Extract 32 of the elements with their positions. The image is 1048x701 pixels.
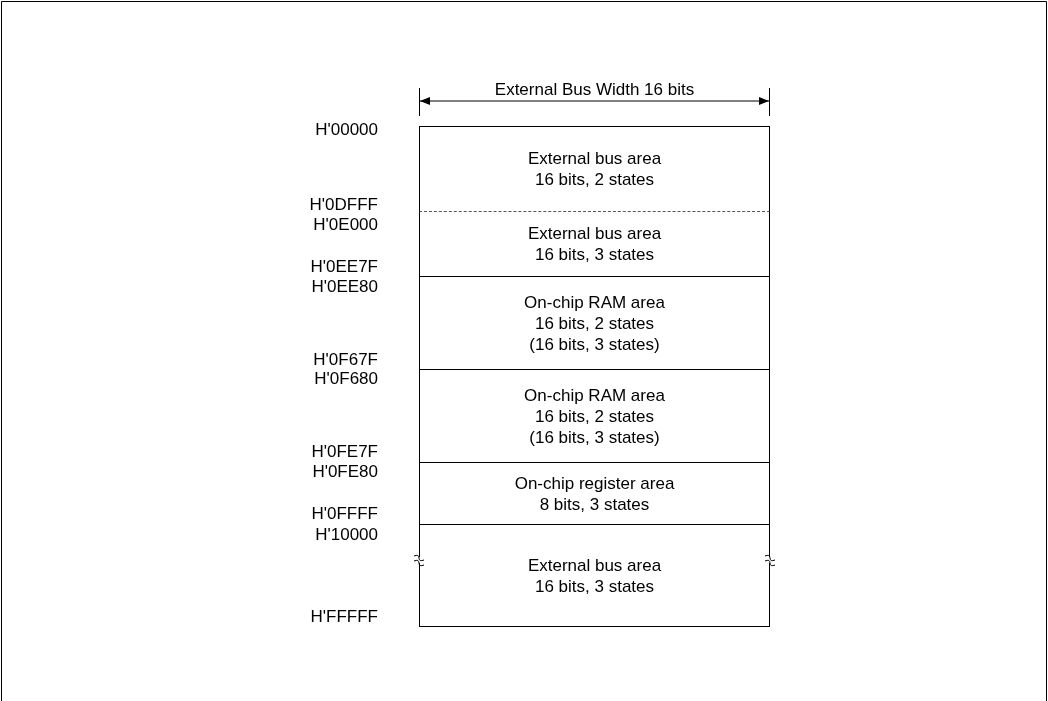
memory-region [419,211,770,276]
address-label: H'0FE80 [312,462,378,482]
bus-access-spec: 16 bits, 3 states [534,244,655,265]
memory-region [419,524,770,627]
memory-region [419,369,770,462]
area-name: External bus area [527,223,662,244]
area-name: External bus area [527,554,662,576]
bus-access-spec: 16 bits, 3 states [534,575,655,597]
area-name: On-chip RAM area [524,384,665,406]
address-label: H'0F680 [314,369,378,389]
area-name: On-chip register area [514,472,675,494]
address-label: H'0DFFF [309,195,378,215]
address-label: H'00000 [315,120,378,140]
address-label: H'FFFFF [310,607,378,627]
bus-access-spec: 8 bits, 3 states [539,493,650,515]
memory-region [419,126,770,211]
alternate-access-spec: (16 bits, 3 states) [529,426,660,448]
address-label: H'0EE7F [310,257,378,277]
address-label: H'0FE7F [311,442,378,462]
memory-region [419,276,770,369]
address-label: H'0F67F [313,350,378,370]
bus-access-spec: 16 bits, 2 states [534,312,655,334]
memory-region [419,462,770,524]
area-name: External bus area [527,148,662,169]
bus-access-spec: 16 bits, 2 states [534,405,655,427]
alternate-access-spec: (16 bits, 3 states) [529,333,660,355]
address-label: H'0E000 [313,215,378,235]
area-name: On-chip RAM area [524,291,665,313]
address-label: H'0EE80 [311,277,378,297]
bus-access-spec: 16 bits, 2 states [534,169,655,190]
address-label: H'10000 [315,525,378,545]
address-label: H'0FFFF [311,504,378,524]
